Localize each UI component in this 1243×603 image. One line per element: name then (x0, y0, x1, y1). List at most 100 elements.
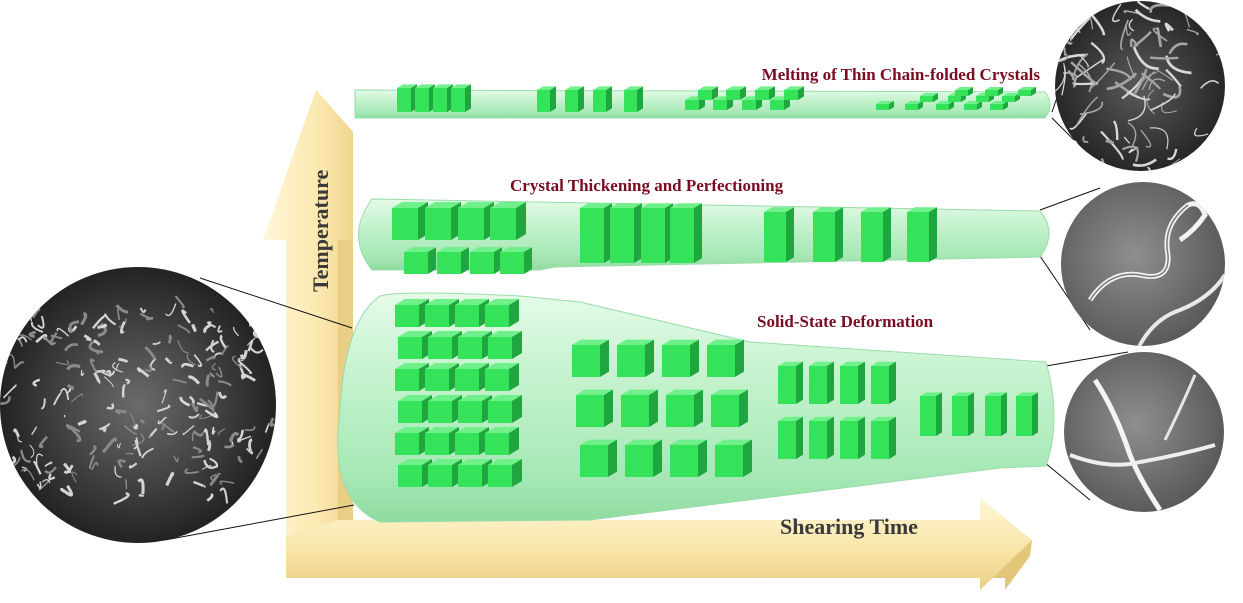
micrograph-strand (1146, 89, 1156, 115)
micrograph-strand (64, 343, 79, 352)
crystal-top (593, 86, 612, 90)
crystal-top (458, 459, 492, 465)
micrograph-strand (217, 428, 226, 436)
crystal-front (670, 208, 694, 263)
crystal-side (653, 439, 662, 477)
crystal-front (813, 212, 835, 262)
crystal-block (809, 416, 834, 459)
crystal-block (488, 331, 522, 359)
crystal-top (871, 361, 896, 366)
crystal-block (610, 203, 642, 263)
micrograph-strand (41, 479, 51, 484)
micrograph-strand (174, 295, 185, 309)
crystal-block (985, 87, 1003, 96)
crystal-top (905, 101, 923, 104)
crystal-front (395, 369, 419, 391)
crystal-block (624, 86, 643, 112)
micrograph-strand (103, 376, 114, 388)
crystal-front (871, 421, 889, 459)
crystal-top (470, 247, 502, 252)
micrograph-strand (1100, 130, 1124, 161)
crystal-front (840, 366, 858, 404)
crystal-side (929, 207, 937, 262)
micrograph-strand (1082, 136, 1089, 143)
crystal-block (711, 389, 748, 427)
crystal-top (920, 392, 942, 396)
crystal-front (1002, 96, 1015, 102)
crystal-top (398, 459, 432, 465)
crystal-front (428, 337, 452, 359)
crystal-top (428, 459, 462, 465)
micrograph-strand (50, 334, 63, 340)
crystal-front (871, 366, 889, 404)
crystal-top (711, 389, 748, 395)
crystal-top (670, 203, 702, 208)
crystal-block (470, 247, 502, 274)
crystal-top (778, 361, 803, 366)
micrograph-strand (244, 426, 256, 432)
micrograph-strand (37, 315, 45, 329)
micrograph-strand (1140, 129, 1152, 148)
crystal-top (455, 427, 489, 433)
crystal-front (398, 337, 422, 359)
crystal-front (455, 305, 479, 327)
crystal-front (726, 90, 740, 100)
crystal-side (796, 361, 803, 404)
axis-label-shearing-time: Shearing Time (780, 514, 918, 539)
crystal-front (711, 395, 739, 427)
crystal-side (796, 416, 803, 459)
micrograph-strand (136, 367, 150, 378)
micrograph-strand (139, 307, 147, 313)
crystal-side (512, 395, 522, 423)
crystal-top (784, 86, 804, 90)
temperature-arrow-body (263, 90, 353, 560)
crystal-block (920, 93, 938, 102)
micrograph-strand (1076, 96, 1099, 126)
crystal-side (998, 87, 1003, 96)
crystal-top (458, 331, 492, 337)
micrograph-strand (255, 448, 264, 460)
crystal-front (641, 208, 665, 263)
crystal-front (451, 88, 465, 112)
crystal-block (861, 207, 891, 262)
micrograph-strand (65, 424, 81, 433)
crystal-block (451, 84, 471, 112)
micrograph-strand (17, 434, 22, 443)
crystal-top (809, 416, 834, 421)
crystal-side (827, 416, 834, 459)
micrograph-strand (1149, 3, 1169, 14)
micrograph-strand (138, 493, 144, 497)
crystal-side (694, 389, 703, 427)
crystal-top (565, 86, 584, 90)
micrograph-strand (0, 359, 8, 364)
micrograph-strand (181, 309, 191, 324)
sem-micrograph-bottom-right (1064, 352, 1224, 512)
micrograph-strand (18, 334, 33, 341)
crystal-side (889, 361, 896, 404)
micrograph-strand (28, 330, 37, 339)
crystal-front (565, 90, 578, 112)
micrograph-strand (1156, 69, 1174, 81)
micrograph-strand (1057, 53, 1087, 63)
micrograph-strand (1127, 122, 1137, 148)
crystal-front (425, 433, 449, 455)
crystal-side (1032, 392, 1038, 436)
crystal-side (465, 84, 471, 112)
micrograph-strand (101, 437, 117, 454)
micrograph-strand (228, 432, 240, 443)
crystal-side (524, 247, 532, 274)
crystal-side (690, 339, 699, 377)
crystal-front (485, 305, 509, 327)
crystal-top (572, 339, 609, 345)
micrograph-strand (205, 355, 217, 362)
crystal-front (1016, 396, 1032, 436)
crystal-block (666, 389, 703, 427)
crystal-front (470, 252, 494, 274)
crystal-block (670, 203, 702, 263)
micrograph-strand (77, 420, 87, 426)
micrograph-strand (231, 355, 243, 369)
crystal-block (455, 427, 489, 455)
crystal-side (608, 439, 617, 477)
crystal-front (415, 88, 429, 112)
micrograph-strand (44, 461, 53, 467)
